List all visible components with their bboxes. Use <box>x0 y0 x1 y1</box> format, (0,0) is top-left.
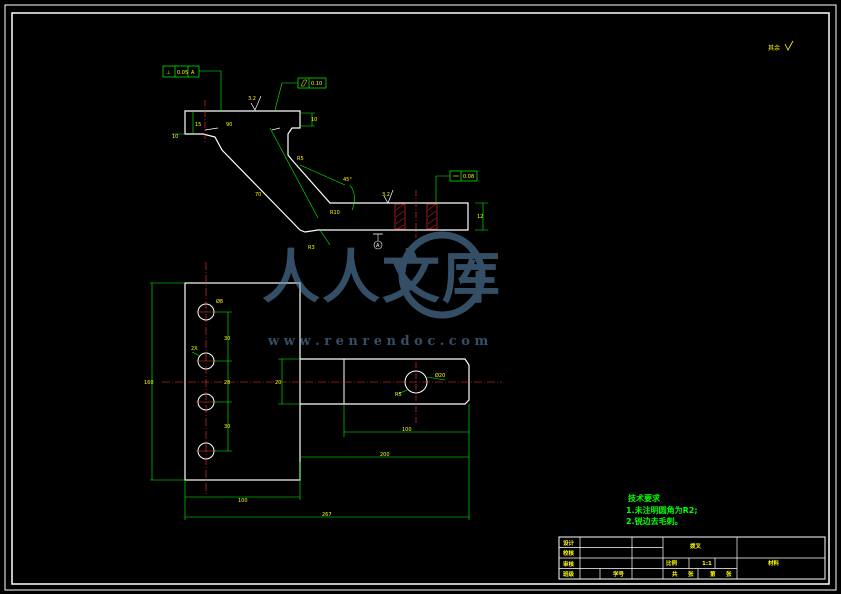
tolerance-frame-right: 0.08 <box>435 170 478 203</box>
tol-value: 0.05 <box>177 70 188 76</box>
dim-label: 30 <box>224 336 230 342</box>
dim-label: 20 <box>275 380 281 386</box>
inner-border <box>11 12 830 585</box>
title-block: 设计 校核 审核 班级 学号 拨叉 比例 1:1 材料 共 张 第 张 <box>558 536 826 580</box>
plan-view: 160 2X Ø8 30 28 30 20 100 200 100 267 Ø2… <box>144 262 502 520</box>
hatch-right <box>426 203 438 230</box>
dim-label: R5 <box>297 156 304 162</box>
tech-item: 1.未注明圆角为R2; <box>626 505 698 515</box>
dim-label: 2X <box>191 346 198 352</box>
watermark-url: w w w . r e n r e n d o c . c o m <box>267 334 488 349</box>
outer-border <box>4 4 837 591</box>
tb-scale-value: 1:1 <box>702 561 712 567</box>
tb-row-label: 校核 <box>563 549 575 557</box>
tb-school: 材料 <box>768 559 780 567</box>
dim-label: 267 <box>322 512 332 518</box>
watermark: 人人文库 w w w . r e n r e n d o c . c o m <box>262 231 502 349</box>
roughness-value: 3.2 <box>248 96 256 102</box>
dim-label: R10 <box>330 210 340 216</box>
roughness-icon <box>383 189 394 204</box>
tb-row-label: 班级 <box>563 570 575 578</box>
tb-student-label: 学号 <box>613 570 625 578</box>
tol-value: 0.10 <box>311 81 322 87</box>
dim-label: 10 <box>172 134 178 140</box>
hatch-left <box>394 203 406 230</box>
plan-main-body <box>184 282 301 481</box>
dim-label: 90 <box>226 122 232 128</box>
tolerance-frame-left: ⊥ 0.05 A <box>162 65 222 111</box>
tb-row-label: 审核 <box>563 560 575 568</box>
dim-label: 160 <box>144 380 154 386</box>
dim-lines-front <box>172 112 488 246</box>
dim-label: 28 <box>224 380 230 386</box>
plan-arm <box>300 358 470 405</box>
tb-sheet-label: 第 <box>710 570 716 578</box>
front-view-outline <box>184 110 469 233</box>
tech-requirements: 技术要求 1.未注明圆角为R2; 2.锐边去毛刺。 <box>626 493 698 526</box>
dim-label: 15 <box>195 122 201 128</box>
watermark-brand: 人人文库 <box>262 243 502 311</box>
dim-label: 100 <box>402 427 412 433</box>
tolerance-frame-top: 0.10 <box>274 77 327 111</box>
dim-label: 10 <box>311 117 317 123</box>
hatch-lines <box>395 203 437 230</box>
tb-scale-label: 比例 <box>666 559 678 567</box>
front-view: 10 15 90 10 R5 70 45° R10 R3 12 ⊥ 0.05 A… <box>162 65 488 251</box>
datum-symbol: A <box>373 233 383 250</box>
roughness-value: 3.2 <box>382 192 390 198</box>
watermark-logo-icon <box>398 231 486 319</box>
roughness-symbol-icon <box>784 40 794 51</box>
dim-label: R3 <box>308 245 315 251</box>
roughness-icon <box>250 95 262 111</box>
dim-label: 100 <box>238 498 248 504</box>
dim-lines-plan <box>150 282 470 520</box>
flatness-icon <box>300 79 308 87</box>
tb-sheet-label: 共 <box>672 570 678 578</box>
tb-sheet-label: 张 <box>688 570 694 578</box>
tol-symbol: ⊥ <box>166 70 170 76</box>
svg-text:A: A <box>376 243 380 249</box>
dim-label: 200 <box>380 452 390 458</box>
dim-label: 70 <box>255 192 261 198</box>
tb-part-name: 拨叉 <box>690 542 702 550</box>
hole-center-marks <box>196 311 216 452</box>
tol-datum: A <box>191 70 195 76</box>
dim-label: Ø8 <box>216 298 223 305</box>
tol-value: 0.08 <box>463 174 474 180</box>
dim-label: 45° <box>343 177 352 183</box>
dim-label: R5 <box>395 392 402 398</box>
roughness-note: 其余 <box>768 44 780 52</box>
tech-heading: 技术要求 <box>628 493 661 503</box>
tech-item: 2.锐边去毛刺。 <box>626 516 683 526</box>
dim-label: 12 <box>477 214 483 220</box>
tb-row-label: 设计 <box>563 539 575 547</box>
dim-label: Ø20 <box>435 372 445 379</box>
dim-label: 30 <box>224 424 230 430</box>
tb-sheet-label: 张 <box>726 570 732 578</box>
front-inner-line <box>204 127 281 131</box>
